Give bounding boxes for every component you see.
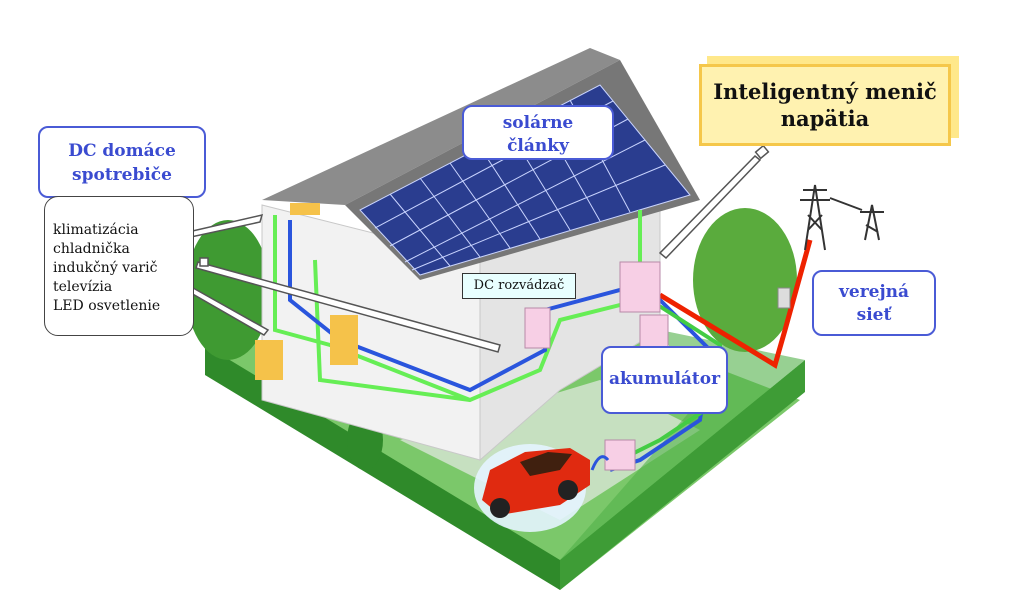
appliance-item: chladnička bbox=[53, 241, 130, 257]
meter-pole bbox=[777, 287, 791, 309]
pointer-arrows bbox=[173, 144, 770, 353]
dc-appliances-label-line1: DC domáce bbox=[68, 141, 176, 161]
appliance-item: televízia bbox=[53, 279, 113, 295]
appliance-list: klimatizácia chladnička indukčný varič t… bbox=[44, 196, 194, 336]
appliance-item: LED osvetlenie bbox=[53, 298, 161, 314]
roof-left bbox=[262, 48, 620, 205]
hedge-back bbox=[560, 330, 805, 560]
charging-cable bbox=[590, 455, 610, 471]
public-grid-label-line1: verejná bbox=[839, 282, 909, 302]
solar-panels-label-line2: články bbox=[507, 136, 569, 156]
ac-unit bbox=[290, 203, 320, 215]
electric-car-icon bbox=[474, 444, 590, 532]
solar-panels-label: solárne články bbox=[462, 105, 614, 160]
inverter-label-line1: Inteligentný menič bbox=[713, 79, 937, 104]
tree-left bbox=[186, 220, 270, 360]
public-grid-label-line2: sieť bbox=[856, 305, 892, 325]
cabinet-2 bbox=[330, 315, 358, 365]
hedge-right bbox=[560, 360, 805, 590]
solar-panels-label-line1: solárne bbox=[502, 113, 574, 133]
dc-distribution-board-label: DC rozvádzač bbox=[462, 273, 576, 299]
dc-appliances-label-line2: spotrebiče bbox=[72, 165, 172, 185]
tree-right bbox=[693, 208, 797, 352]
inverter-box bbox=[619, 261, 661, 313]
appliance-item: klimatizácia bbox=[53, 222, 139, 238]
inverter-label: Inteligentný menič napätia bbox=[699, 64, 951, 146]
inverter-label-line2: napätia bbox=[780, 106, 870, 131]
charger-box bbox=[604, 439, 636, 471]
battery-label: akumulátor bbox=[601, 346, 728, 414]
dc-board-box bbox=[524, 307, 551, 349]
dc-appliances-label: DC domáce spotrebiče bbox=[38, 126, 206, 198]
power-pylon-icon bbox=[800, 184, 884, 251]
cabinet bbox=[255, 340, 283, 380]
appliance-item: indukčný varič bbox=[53, 260, 158, 276]
public-grid-label: verejná sieť bbox=[812, 270, 936, 336]
line-red-grid bbox=[658, 239, 813, 369]
